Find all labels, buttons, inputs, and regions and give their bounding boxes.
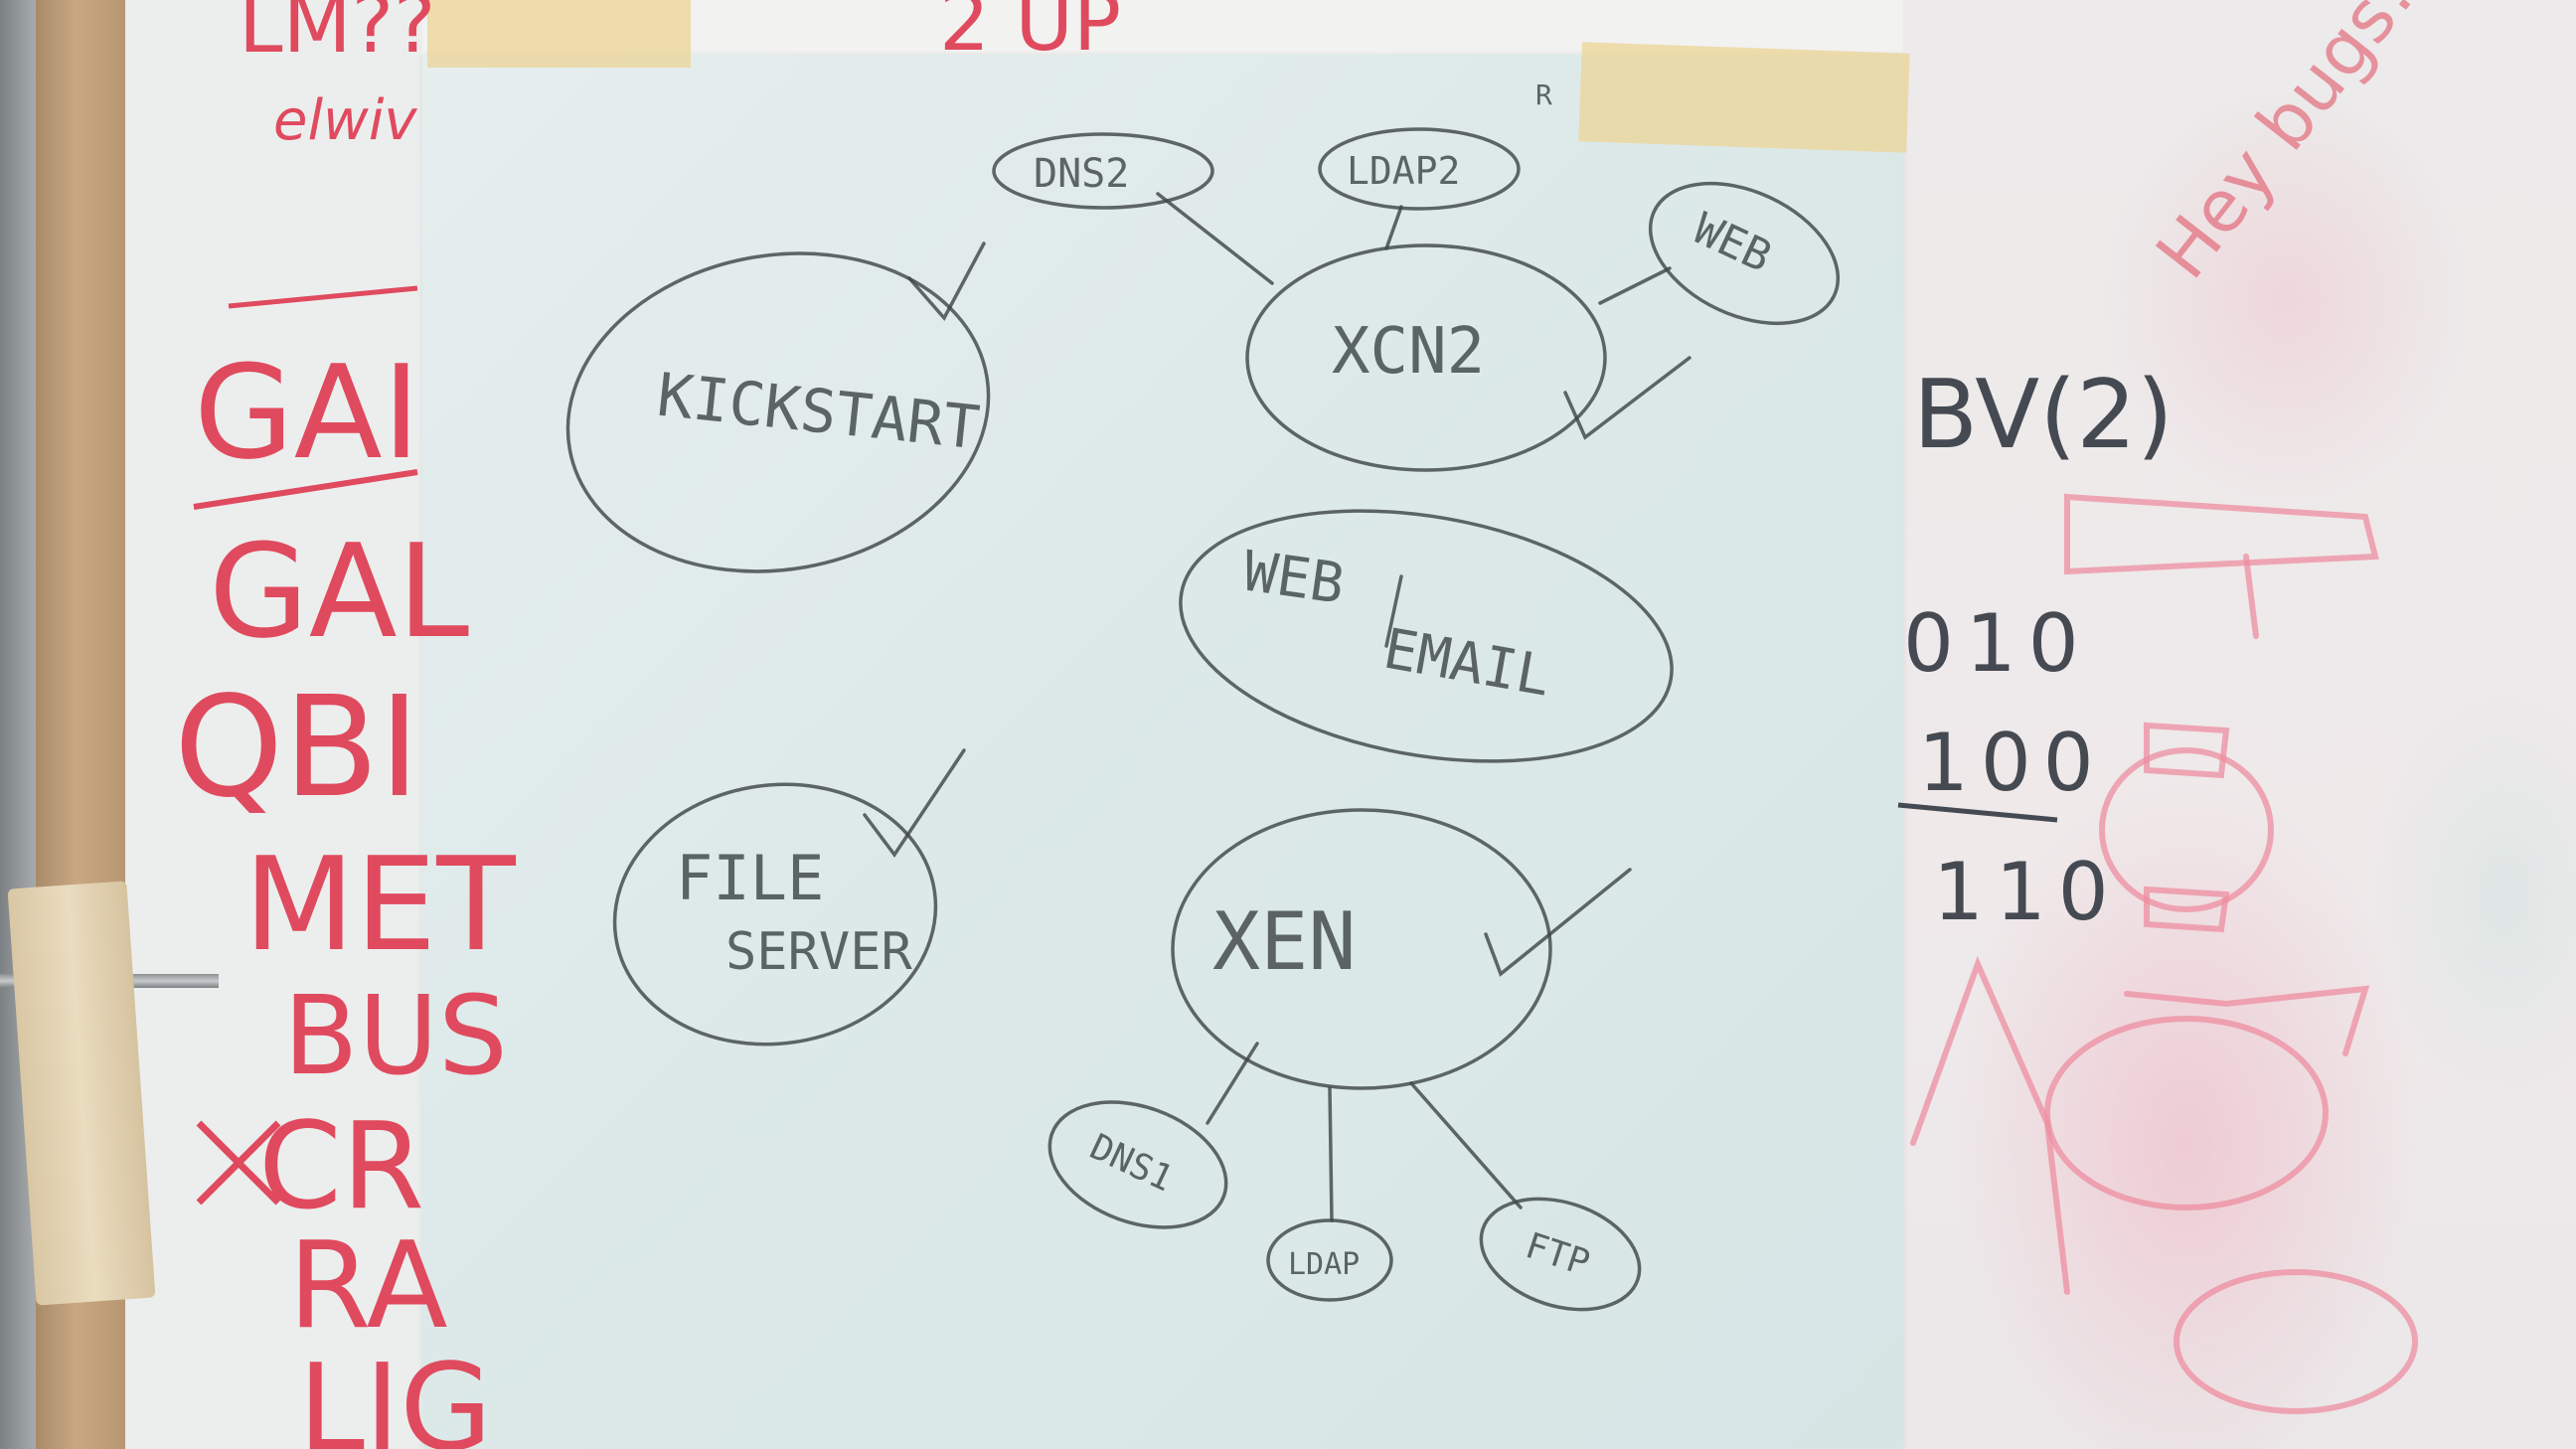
pink-sketch-bar <box>2064 493 2379 575</box>
sum-line <box>1897 802 2058 823</box>
pink-sketch-box-top <box>2144 722 2230 779</box>
xcn2-check <box>1563 356 1691 440</box>
ldap-bubble <box>1266 1218 1393 1302</box>
ftp-connector <box>1409 1081 1523 1209</box>
ldap2-connector <box>1384 205 1403 250</box>
pink-sketch-box-bottom <box>2144 886 2230 933</box>
xen-check <box>1484 868 1632 977</box>
left-item-8: LIG <box>298 1340 492 1449</box>
left-item-7: RA <box>288 1217 448 1356</box>
ftp-bubble <box>1479 1197 1642 1312</box>
dns2-bubble <box>992 132 1214 210</box>
pink-sketch-circle <box>2099 747 2274 912</box>
stray-pencil-mark: R <box>1535 79 1552 111</box>
ldap-connector <box>1328 1086 1334 1222</box>
file-server-label-bottom: SERVER <box>725 922 913 982</box>
ldap-label: LDAP <box>1288 1247 1360 1282</box>
file-server-circle <box>612 782 938 1046</box>
left-item-3: QBI <box>174 667 420 829</box>
red-dash-line <box>228 285 418 309</box>
file-server-check <box>863 748 966 859</box>
red-cross-mark <box>196 1120 281 1206</box>
dns1-bubble <box>1047 1100 1228 1229</box>
web-email-label-bottom: EMAIL <box>1379 617 1555 710</box>
dns2-connector <box>1156 192 1274 285</box>
web-email-circle <box>1179 509 1674 763</box>
pink-sketch-stem <box>2243 554 2259 639</box>
kickstart-label: KICKSTART <box>654 361 983 464</box>
pink-sketch-arrow <box>2124 985 2370 1056</box>
right-number-3: 110 <box>1933 846 2121 938</box>
red-underline <box>193 469 418 510</box>
dns1-label: DNS1 <box>1083 1127 1179 1201</box>
xcn2-circle <box>1245 243 1607 472</box>
dns1-connector <box>1206 1042 1259 1125</box>
erased-marker-haze <box>1888 0 2576 1449</box>
web-email-label-top: WEB <box>1239 539 1348 616</box>
left-item-1: GAI <box>194 337 420 488</box>
right-number-1: 010 <box>1903 597 2091 690</box>
pink-sketch-peak <box>1910 955 2070 1295</box>
xcn2-label: XCN2 <box>1332 315 1485 389</box>
pink-sketch-oval-lower <box>2174 1269 2418 1414</box>
web-email-slash <box>1384 574 1403 648</box>
left-item-5: BUS <box>283 972 508 1099</box>
pink-note: Hey bugs! What do we all say? <box>2140 0 2576 294</box>
right-heading: BV(2) <box>1913 361 2174 470</box>
whiteboard-right-section <box>1878 0 2576 1449</box>
ftp-label: FTP <box>1521 1225 1595 1284</box>
right-number-2: 100 <box>1918 717 2106 809</box>
kickstart-circle <box>565 251 991 573</box>
xen-circle <box>1171 808 1552 1090</box>
dns2-label: DNS2 <box>1034 151 1129 197</box>
left-item-4: MET <box>243 829 516 980</box>
tape-top-left <box>427 0 691 68</box>
ldap2-label: LDAP2 <box>1347 149 1460 193</box>
left-top-line1: LM?? <box>239 0 436 71</box>
file-server-label-top: FILE <box>676 842 824 914</box>
left-item-6: CR <box>258 1098 424 1236</box>
pink-sketch-oval <box>2044 1016 2329 1210</box>
xen-label: XEN <box>1212 895 1357 988</box>
web-label: WEB <box>1686 204 1779 283</box>
left-item-2: GAL <box>209 516 469 667</box>
ldap2-bubble <box>1318 127 1521 211</box>
left-top-line2: elwiv <box>273 88 417 153</box>
left-top-center: 2 UP <box>939 0 1121 69</box>
web-bubble <box>1648 181 1841 326</box>
kickstart-check <box>907 242 986 322</box>
whiteboard-left-section <box>125 0 443 1449</box>
web-connector <box>1598 266 1672 305</box>
